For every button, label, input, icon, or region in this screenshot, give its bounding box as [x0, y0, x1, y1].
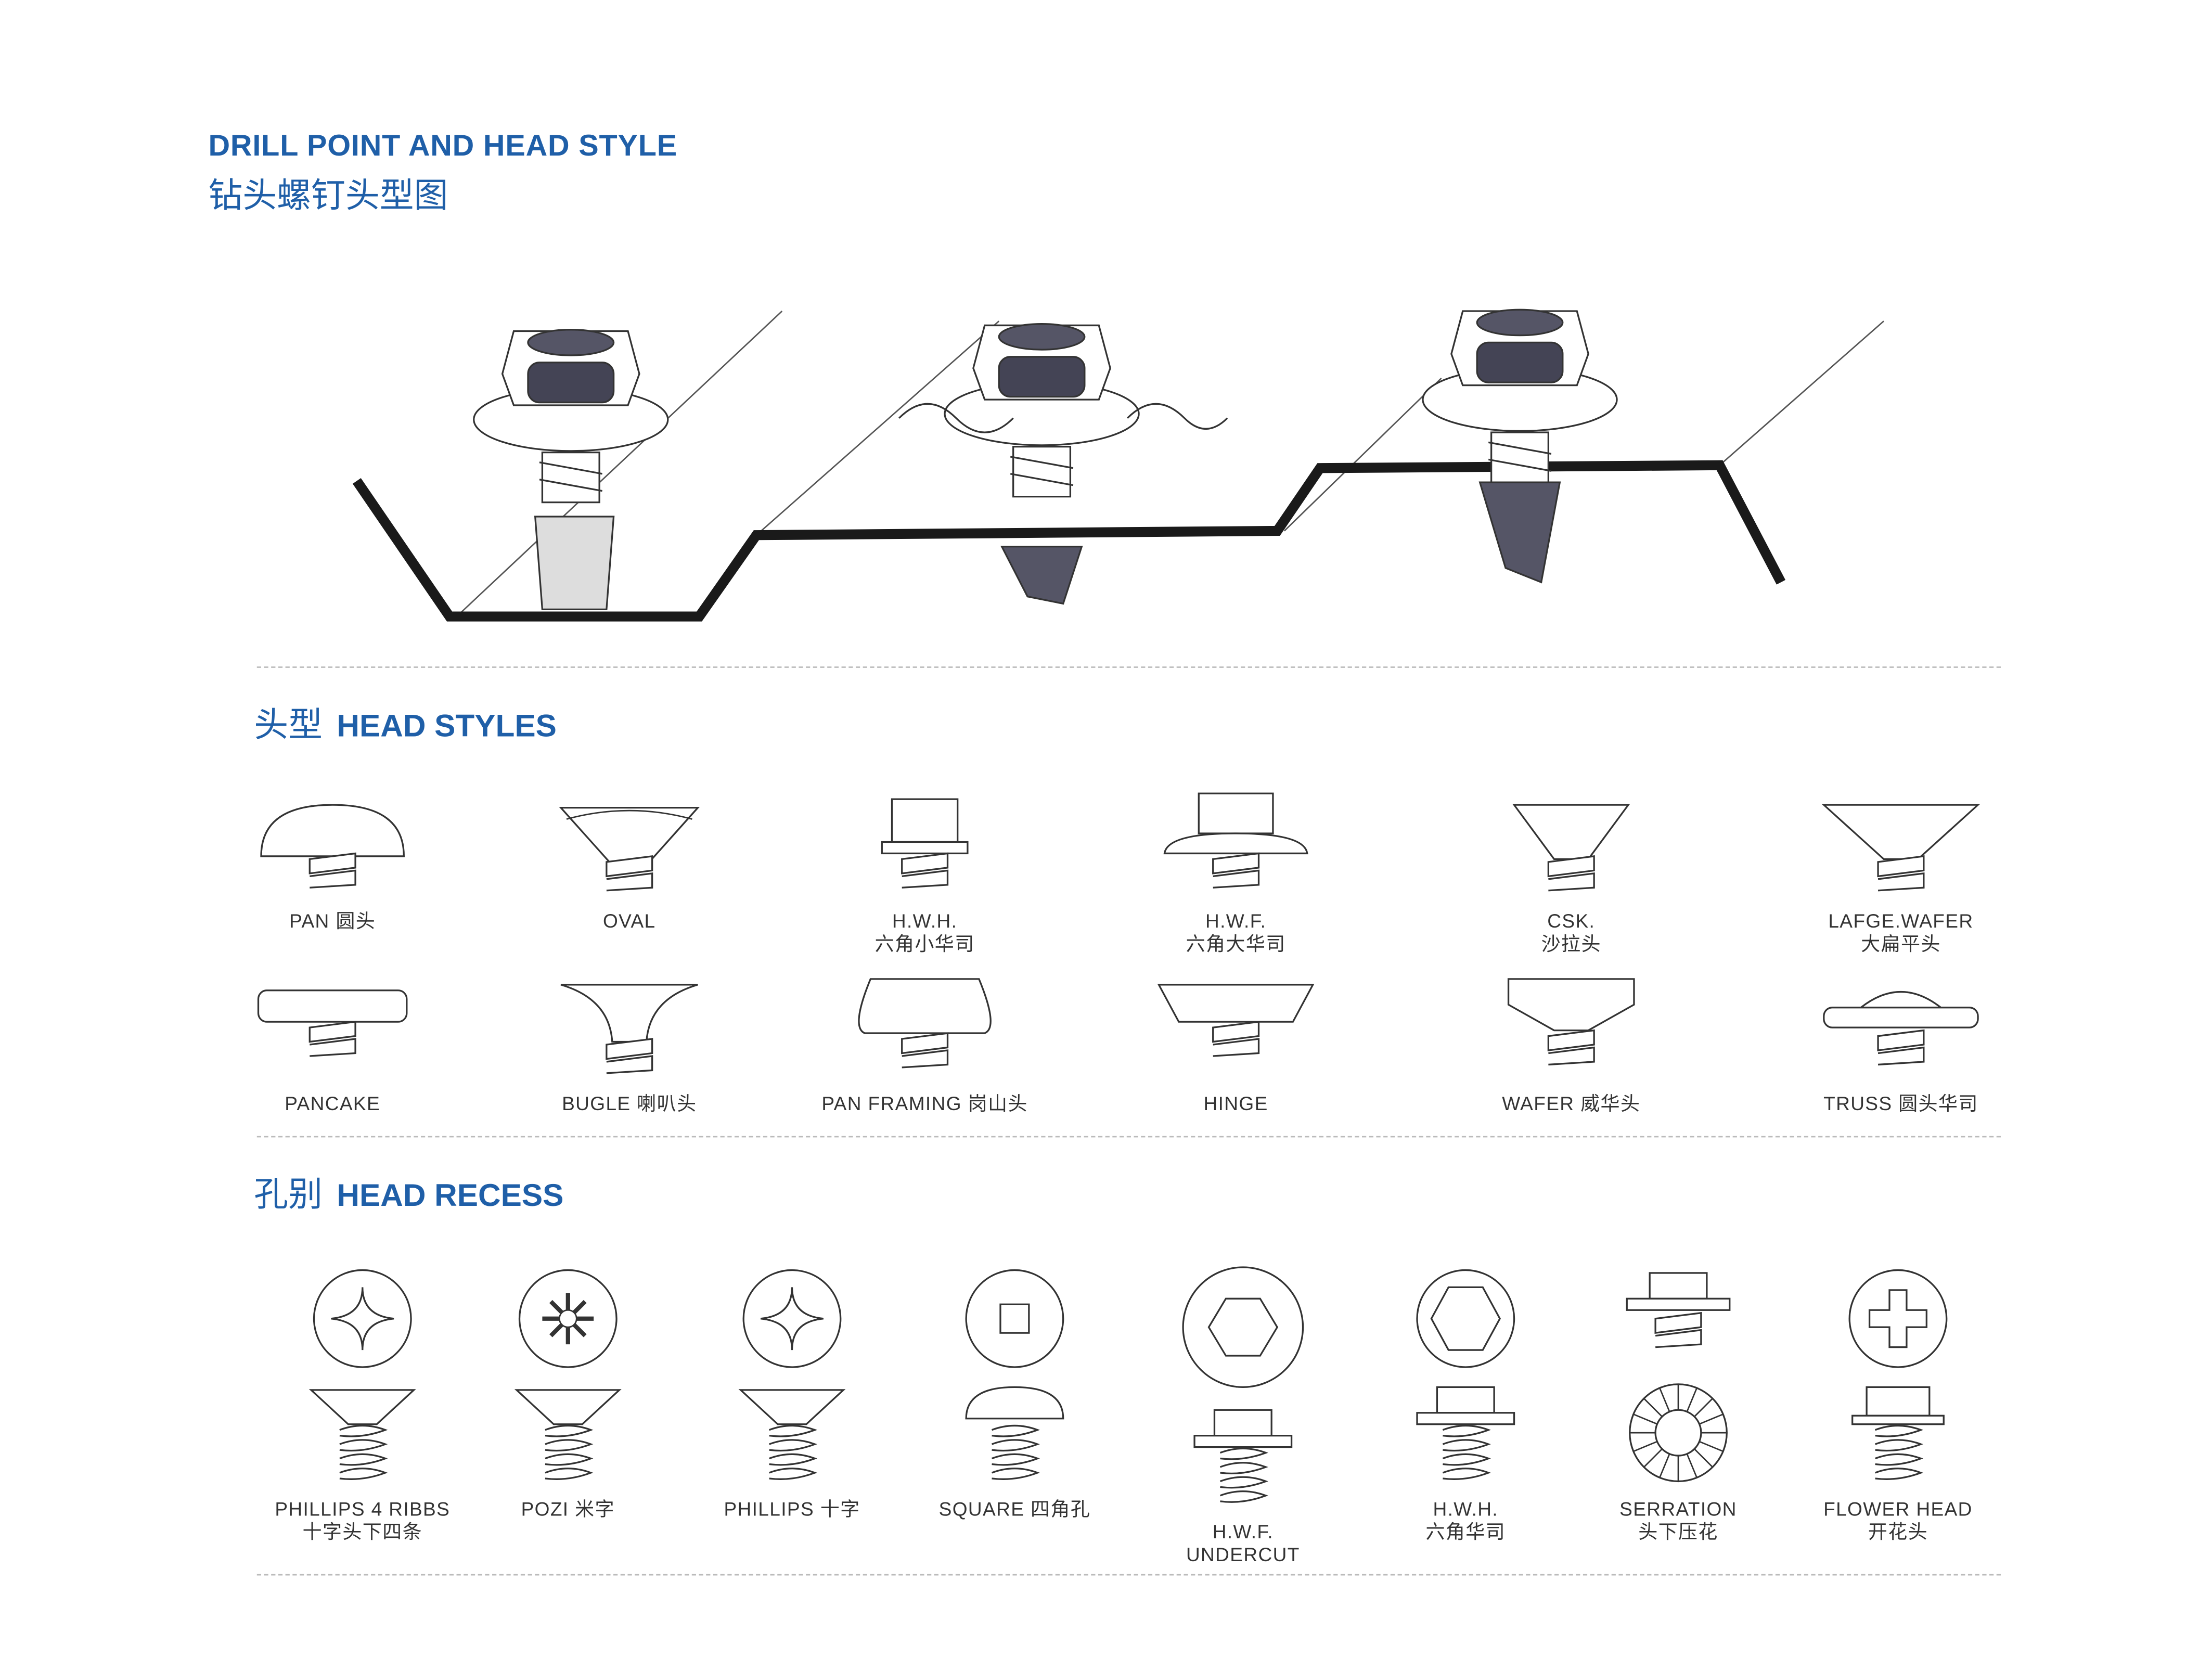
pancake-head-icon [257, 989, 408, 1057]
screw-side-view-icon [514, 1389, 622, 1480]
head-style-item: PAN 圆头 [218, 788, 447, 933]
page-title-chinese: 钻头螺钉头型图 [208, 177, 448, 216]
item-label: PHILLIPS 4 RIBBS [275, 1498, 451, 1520]
phillips-recess-icon [742, 1269, 842, 1368]
head-style-item: H.W.H.六角小华司 [811, 788, 1039, 956]
head-styles-heading: 头型 HEAD STYLES [254, 697, 557, 747]
head-recess-item: POZI 米字 [454, 1262, 682, 1521]
item-label: CSK. [1547, 910, 1596, 932]
pan-framing-head-icon [858, 978, 992, 1069]
item-label-chinese: 六角大华司 [1186, 933, 1286, 955]
item-label: LAFGE.WAFER [1828, 910, 1974, 932]
item-label: H.W.H. [892, 910, 958, 932]
head-style-item: CSK.沙拉头 [1457, 788, 1686, 956]
item-label: SQUARE 四角孔 [938, 1498, 1091, 1520]
head-recess-item: SQUARE 四角孔 [901, 1262, 1129, 1521]
item-label-chinese: 六角小华司 [874, 933, 975, 955]
item-label-chinese: 开花头 [1868, 1521, 1928, 1543]
screw-side-view-icon [1629, 1383, 1728, 1483]
item-label-chinese: 六角华司 [1425, 1521, 1506, 1543]
hex-washer-head-icon [881, 798, 969, 889]
head-recess-item: H.W.F.UNDERCUT [1129, 1262, 1357, 1567]
hex-washer-flange-icon [1163, 792, 1308, 889]
divider [256, 666, 2001, 668]
item-label-chinese: 沙拉头 [1541, 933, 1601, 955]
screw-side-view-icon [1193, 1409, 1293, 1503]
drill-screw [898, 323, 1228, 605]
head-style-item: HINGE [1122, 970, 1350, 1116]
item-label: PAN FRAMING 岗山头 [821, 1093, 1028, 1115]
drill-point-diagram [352, 308, 1884, 622]
head-style-item: OVAL [515, 788, 743, 933]
pan-head-icon [260, 804, 405, 889]
item-label: H.W.H. [1433, 1498, 1499, 1520]
pozi-recess-icon [518, 1269, 618, 1368]
heading-en: HEAD RECESS [337, 1177, 564, 1213]
drill-screw [1422, 308, 1618, 584]
heading-cn: 孔别 [254, 1176, 323, 1215]
drill-screw [473, 329, 669, 610]
screw-side-view-icon [1851, 1386, 1945, 1480]
head-style-item: PAN FRAMING 岗山头 [811, 970, 1039, 1116]
item-label: PAN 圆头 [289, 910, 376, 932]
phillips-4-ribs-icon [313, 1269, 412, 1368]
head-style-item: TRUSS 圆头华司 [1786, 970, 2015, 1116]
wafer-head-icon [1507, 978, 1635, 1066]
bugle-head-icon [560, 984, 698, 1074]
head-style-item: H.W.F.六角大华司 [1122, 788, 1350, 956]
serration-icon [1626, 1272, 1731, 1348]
item-label-chinese: 十字头下四条 [302, 1521, 422, 1543]
head-recess-item: H.W.H.六角华司 [1352, 1262, 1580, 1544]
roof-profile [352, 460, 1786, 622]
head-style-item: BUGLE 喇叭头 [515, 970, 743, 1116]
item-label-chinese: 头下压花 [1638, 1521, 1718, 1543]
countersunk-head-icon [1512, 804, 1630, 892]
item-label: H.W.F. [1212, 1521, 1274, 1543]
heading-cn: 头型 [254, 706, 323, 745]
head-style-item: WAFER 威华头 [1457, 970, 1686, 1116]
screw-side-view-icon [308, 1389, 416, 1480]
head-style-item: PANCAKE [218, 970, 447, 1116]
page-title: DRILL POINT AND HEAD STYLE [208, 130, 678, 163]
item-label: PHILLIPS 十字 [724, 1498, 860, 1520]
divider [256, 1574, 2001, 1576]
item-label-chinese: UNDERCUT [1186, 1544, 1300, 1566]
oval-head-icon [559, 807, 700, 892]
item-label: H.W.F. [1205, 910, 1267, 932]
item-label: PANCAKE [285, 1093, 381, 1115]
item-label-chinese: 大扁平头 [1861, 933, 1941, 955]
head-recess-heading: 孔别 HEAD RECESS [254, 1166, 563, 1216]
item-label: BUGLE 喇叭头 [562, 1093, 697, 1115]
item-label: WAFER 威华头 [1502, 1093, 1641, 1115]
heading-en: HEAD STYLES [337, 708, 557, 744]
item-label: TRUSS 圆头华司 [1823, 1093, 1978, 1115]
screw-side-view-icon [738, 1389, 846, 1480]
screw-side-view-icon [965, 1386, 1064, 1480]
item-label: FLOWER HEAD [1823, 1498, 1973, 1520]
item-label: POZI 米字 [521, 1498, 615, 1520]
item-label: SERRATION [1619, 1498, 1737, 1520]
item-label: HINGE [1203, 1093, 1268, 1115]
square-recess-icon [965, 1269, 1064, 1368]
screw-side-view-icon [1416, 1386, 1515, 1480]
hex-washer-recess-icon [1416, 1269, 1515, 1368]
head-recess-item: PHILLIPS 十字 [678, 1262, 906, 1521]
large-wafer-head-icon [1821, 804, 1980, 892]
truss-head-icon [1823, 991, 1979, 1066]
flower-head-icon [1848, 1269, 1948, 1368]
hex-undercut-icon [1182, 1266, 1304, 1388]
item-label: OVAL [602, 910, 656, 932]
divider [256, 1136, 2001, 1138]
hinge-head-icon [1157, 984, 1315, 1057]
